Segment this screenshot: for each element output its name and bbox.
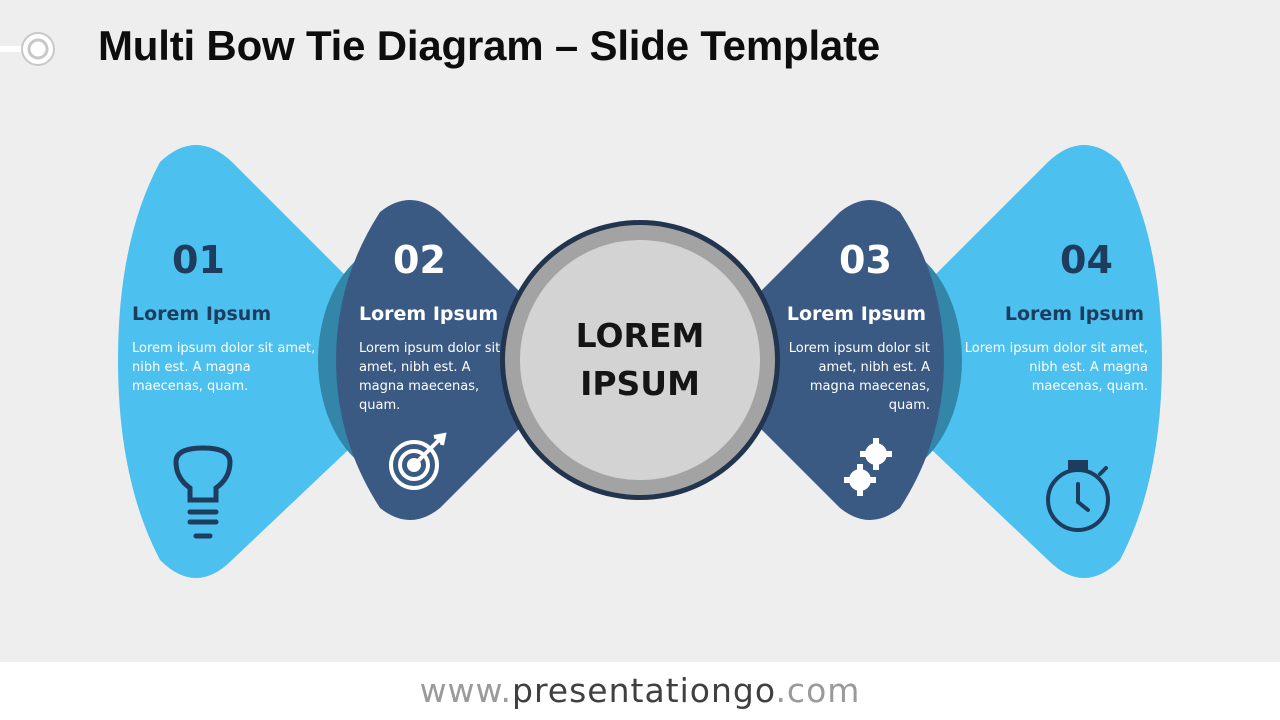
bow-tie-diagram — [118, 145, 1162, 578]
stopwatch-icon — [1046, 460, 1110, 532]
footer-url[interactable]: www.presentationgo.com — [420, 671, 861, 710]
center-circle — [520, 240, 760, 480]
item-2-text: Lorem ipsum dolor sit amet, nibh est. A … — [359, 341, 501, 413]
presentationgo-logo-icon — [0, 32, 55, 66]
item-4-number: 04 — [1060, 238, 1113, 282]
item-4-heading: Lorem Ipsum — [1004, 303, 1144, 325]
item-3-number: 03 — [839, 238, 892, 282]
footer-url-domain: presentationgo — [512, 671, 776, 710]
wing-03 — [730, 200, 944, 520]
item-1-text: Lorem ipsum dolor sit amet, nibh est. A … — [132, 341, 316, 394]
item-1-number: 01 — [172, 238, 225, 282]
item-1-heading: Lorem Ipsum — [132, 303, 272, 325]
target-icon — [389, 432, 447, 490]
item-3-heading: Lorem Ipsum — [786, 303, 926, 325]
wing-04 — [895, 145, 1162, 578]
footer-url-prefix: www. — [419, 671, 512, 710]
center-label-line-2: IPSUM — [580, 364, 700, 403]
footer-url-suffix: .com — [775, 671, 861, 710]
item-2-heading: Lorem Ipsum — [359, 303, 499, 325]
center-label-line-1: LOREM — [575, 316, 705, 355]
item-2-number: 02 — [393, 238, 446, 282]
gears-icon — [844, 438, 892, 496]
center-label: LOREM IPSUM — [540, 312, 740, 408]
lightbulb-icon — [173, 445, 233, 539]
item-3-text: Lorem ipsum dolor sit amet, nibh est. A … — [788, 341, 930, 413]
slide-title: Multi Bow Tie Diagram – Slide Template — [98, 22, 881, 69]
footer: www.presentationgo.com — [0, 662, 1280, 720]
wing-01 — [118, 145, 385, 578]
wing-02 — [336, 200, 550, 520]
item-4-text: Lorem ipsum dolor sit amet, nibh est. A … — [964, 341, 1148, 394]
